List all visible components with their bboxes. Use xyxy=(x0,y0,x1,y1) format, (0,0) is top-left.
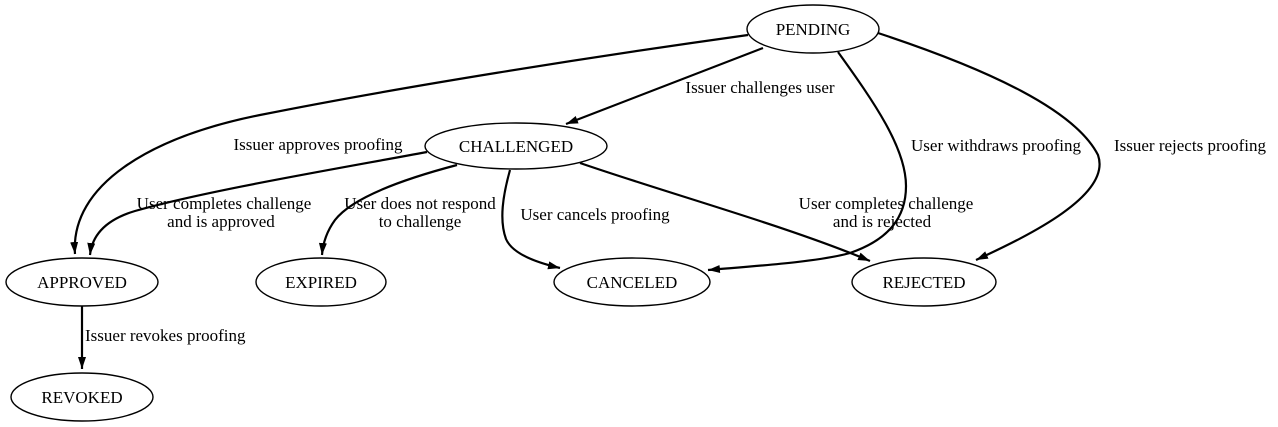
edge-challenged-canceled xyxy=(501,169,561,270)
edge-label-pending-rejected: Issuer rejects proofing xyxy=(1114,136,1267,155)
edge-label-pending-canceled: User withdraws proofing xyxy=(911,136,1081,155)
edge-challenged-rejected xyxy=(579,161,871,263)
state-label-challenged: CHALLENGED xyxy=(459,137,573,156)
edge-label-pending-challenged: Issuer challenges user xyxy=(685,78,835,97)
state-ellipse-pending xyxy=(746,4,880,54)
edge-label-challenged-rejected-line2: and is rejected xyxy=(833,212,932,231)
state-label-pending: PENDING xyxy=(776,20,851,39)
edge-pending-canceled xyxy=(707,51,908,273)
state-ellipse-challenged xyxy=(424,122,608,170)
edge-label-challenged-expired-line2: to challenge xyxy=(379,212,462,231)
state-node-rejected: REJECTED xyxy=(851,257,997,307)
edge-challenged-expired xyxy=(318,163,458,256)
edge-pending-approved xyxy=(70,33,749,255)
state-node-challenged: CHALLENGED xyxy=(424,122,608,170)
edge-label-challenged-rejected-line1: User completes challenge xyxy=(799,194,974,213)
edge-label-pending-approved: Issuer approves proofing xyxy=(233,135,403,154)
state-label-revoked: REVOKED xyxy=(41,388,122,407)
edge-label-approved-revoked: Issuer revokes proofing xyxy=(85,326,246,345)
edge-pending-challenged xyxy=(565,46,764,126)
state-node-canceled: CANCELED xyxy=(553,257,711,307)
state-label-approved: APPROVED xyxy=(37,273,127,292)
state-ellipse-canceled xyxy=(553,257,711,307)
state-ellipse-revoked xyxy=(10,372,154,422)
edge-label-challenged-approved-line2: and is approved xyxy=(167,212,275,231)
state-node-pending: PENDING xyxy=(746,4,880,54)
edge-label-challenged-canceled: User cancels proofing xyxy=(520,205,670,224)
state-ellipse-expired xyxy=(255,257,387,307)
state-label-rejected: REJECTED xyxy=(882,273,965,292)
edge-pending-rejected xyxy=(877,31,1101,261)
state-node-expired: EXPIRED xyxy=(255,257,387,307)
state-node-approved: APPROVED xyxy=(5,257,159,307)
state-label-canceled: CANCELED xyxy=(587,273,678,292)
edge-label-challenged-expired-line1: User does not respond xyxy=(344,194,496,213)
edge-challenged-approved xyxy=(87,150,428,256)
state-ellipse-rejected xyxy=(851,257,997,307)
state-node-revoked: REVOKED xyxy=(10,372,154,422)
state-label-expired: EXPIRED xyxy=(285,273,357,292)
edge-label-challenged-approved-line1: User completes challenge xyxy=(137,194,312,213)
state-ellipse-approved xyxy=(5,257,159,307)
